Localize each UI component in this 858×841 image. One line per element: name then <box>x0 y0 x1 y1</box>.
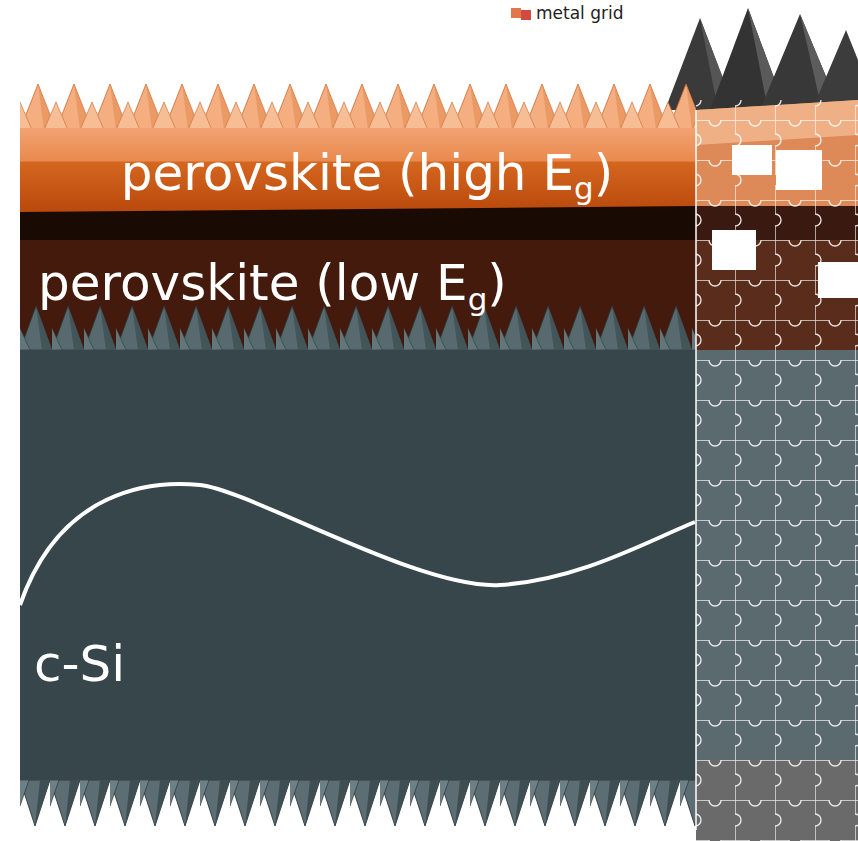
legend-swatch <box>511 8 521 18</box>
layer-label: c-Si <box>34 637 125 692</box>
layer-label: perovskite (low Eg) <box>38 256 507 311</box>
layer-label: perovskite (high Eg) <box>121 146 614 201</box>
layer-band: perovskite (low Eg) <box>20 242 696 350</box>
legend-text: metal grid <box>536 3 624 23</box>
legend: metal grid <box>500 3 624 23</box>
layer-band: c-Si <box>20 352 696 778</box>
layer-band: perovskite (high Eg) <box>20 128 696 214</box>
